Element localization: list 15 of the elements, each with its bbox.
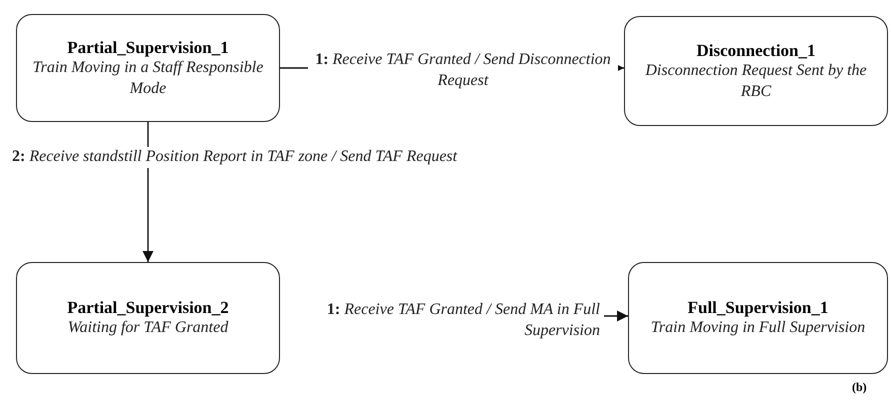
state-name: Full_Supervision_1 <box>688 296 828 318</box>
edge-label: 2: Receive standstill Position Report in TAF zone / Send TAF Request <box>12 147 458 168</box>
state-description: Disconnection Request Sent by the RBC <box>644 60 868 102</box>
state-name: Disconnection_1 <box>696 40 816 61</box>
state-description: Waiting for TAF Granted <box>68 318 228 338</box>
arrow <box>604 310 628 322</box>
state-description: Train Moving in a Staff Responsible Mode <box>32 58 264 99</box>
state-box <box>16 262 280 374</box>
state-name: Partial_Supervision_2 <box>67 296 229 318</box>
state-box <box>624 16 888 126</box>
state-name: Partial_Supervision_1 <box>67 36 229 58</box>
state-description: Train Moving in Full Supervision <box>650 318 866 338</box>
state-box <box>16 14 280 122</box>
state-box <box>628 262 888 374</box>
panel-label: (b) <box>852 380 867 395</box>
